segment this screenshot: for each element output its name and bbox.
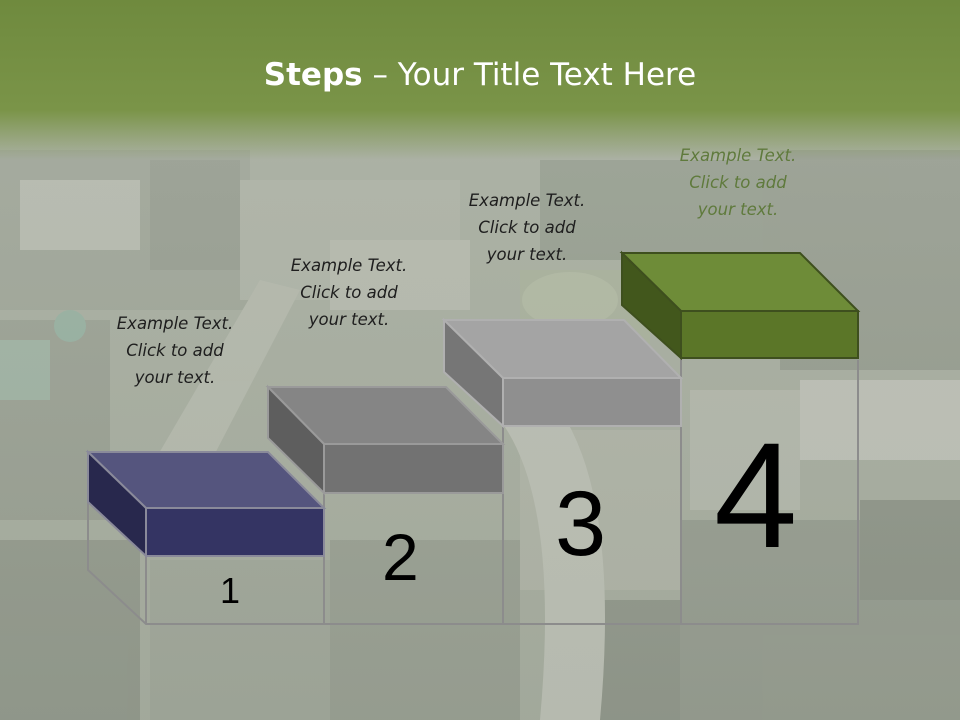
caption-line: Example Text. — [290, 256, 408, 275]
caption-line: Click to add — [300, 283, 398, 302]
caption-line: your text. — [134, 368, 216, 387]
step-4-number: 4 — [714, 411, 798, 579]
title-bold-word: Steps — [263, 57, 363, 93]
caption-line: Click to add — [689, 173, 787, 192]
caption-line: your text. — [308, 310, 390, 329]
step-3-block[interactable] — [441, 317, 684, 429]
step-3-number: 3 — [555, 473, 607, 575]
title-band — [0, 0, 960, 160]
caption-line: your text. — [697, 200, 779, 219]
title-rest: – Your Title Text Here — [362, 57, 697, 93]
caption-line: Example Text. — [468, 191, 586, 210]
step-1-caption[interactable]: Example Text. Click to add your text. — [95, 310, 255, 391]
step-4-block[interactable] — [619, 250, 861, 361]
caption-line: Click to add — [126, 341, 224, 360]
caption-line: Example Text. — [679, 146, 797, 165]
step-1-block[interactable] — [85, 449, 327, 559]
caption-line: Example Text. — [116, 314, 234, 333]
step-2-number: 2 — [382, 520, 419, 594]
step-2-block[interactable] — [265, 384, 506, 496]
slide-title[interactable]: Steps – Your Title Text Here — [0, 52, 960, 98]
step-2-caption[interactable]: Example Text. Click to add your text. — [269, 252, 429, 333]
step-4-caption[interactable]: Example Text. Click to add your text. — [658, 142, 818, 223]
caption-line: your text. — [486, 245, 568, 264]
step-1-number: 1 — [220, 570, 241, 611]
caption-line: Click to add — [478, 218, 576, 237]
step-3-caption[interactable]: Example Text. Click to add your text. — [447, 187, 607, 268]
